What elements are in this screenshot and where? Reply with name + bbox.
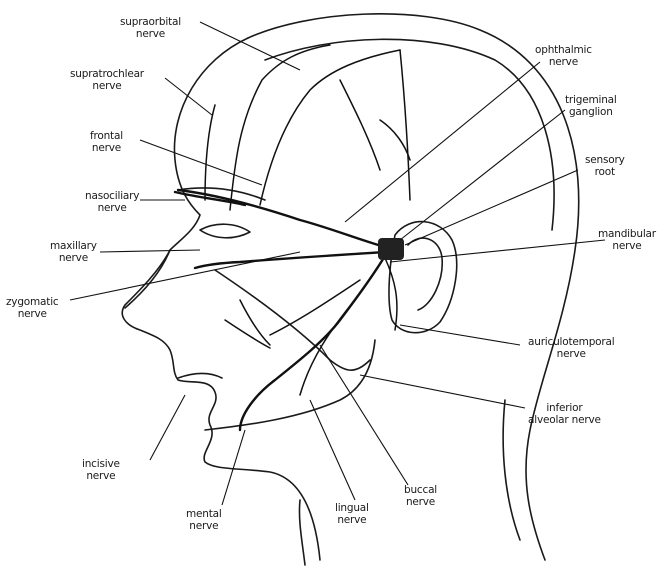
- label-text: nerve: [120, 28, 181, 40]
- nasociliary-branch: [175, 192, 245, 205]
- label-text: auriculotemporal: [528, 336, 614, 348]
- label-lingual-nerve: lingual nerve: [335, 502, 369, 526]
- jaw-line: [205, 340, 375, 430]
- frontal-branch: [230, 45, 330, 210]
- label-trigeminal-ganglion: trigeminal ganglion: [565, 94, 617, 118]
- leader-incisive: [150, 395, 185, 460]
- label-text: alveolar nerve: [528, 414, 601, 426]
- leader-ophthalmic: [345, 62, 540, 222]
- label-ophthalmic-nerve: ophthalmic nerve: [535, 44, 592, 68]
- leader-sensory-root: [405, 170, 578, 245]
- label-text: nerve: [85, 202, 139, 214]
- label-frontal-nerve: frontal nerve: [90, 130, 123, 154]
- leader-supratrochlear: [165, 78, 212, 115]
- leader-supraorbital: [200, 22, 300, 70]
- eye: [200, 224, 250, 238]
- label-mandibular-nerve: mandibular nerve: [598, 228, 656, 252]
- label-text: buccal: [404, 484, 437, 496]
- cheek-branch-1: [240, 300, 270, 345]
- supraorbital-branch: [260, 50, 400, 205]
- label-text: nerve: [50, 252, 97, 264]
- leader-maxillary: [100, 250, 200, 252]
- label-text: nerve: [335, 514, 369, 526]
- label-supratrochlear-nerve: supratrochlear nerve: [70, 68, 144, 92]
- label-text: ophthalmic: [535, 44, 592, 56]
- leader-inferior-alveolar: [360, 375, 525, 408]
- label-text: nerve: [6, 308, 58, 320]
- label-mental-nerve: mental nerve: [186, 508, 222, 532]
- label-text: inferior: [528, 402, 601, 414]
- scalp-branch-1: [340, 80, 380, 170]
- trigeminal-ganglion-mark: [378, 238, 404, 260]
- label-text: zygomatic: [6, 296, 58, 308]
- cheek-branch-2: [225, 320, 270, 348]
- scalp-branch-2: [400, 50, 410, 200]
- neck-front: [299, 500, 305, 565]
- label-text: mandibular: [598, 228, 656, 240]
- label-text: nerve: [70, 80, 144, 92]
- ear-inner: [408, 238, 442, 310]
- label-text: frontal: [90, 130, 123, 142]
- label-text: nerve: [186, 520, 222, 532]
- label-text: nerve: [82, 470, 120, 482]
- supratrochlear-branch: [205, 105, 215, 200]
- label-text: ganglion: [565, 106, 617, 118]
- inner-head-contour: [265, 39, 554, 230]
- cheek-contour: [215, 270, 370, 370]
- label-text: nerve: [598, 240, 656, 252]
- label-text: sensory: [585, 154, 625, 166]
- label-text: root: [585, 166, 625, 178]
- label-text: nerve: [528, 348, 614, 360]
- label-text: incisive: [82, 458, 120, 470]
- leader-trigeminal: [400, 110, 565, 240]
- leader-zygomatic: [70, 252, 300, 300]
- label-sensory-root: sensory root: [585, 154, 625, 178]
- leader-frontal: [140, 140, 262, 185]
- label-supraorbital-nerve: supraorbital nerve: [120, 16, 181, 40]
- head-outline: [248, 14, 579, 560]
- label-maxillary-nerve: maxillary nerve: [50, 240, 97, 264]
- label-inferior-alveolar-nerve: inferior alveolar nerve: [528, 402, 601, 426]
- label-text: nerve: [404, 496, 437, 508]
- label-nasociliary-nerve: nasociliary nerve: [85, 190, 139, 214]
- leader-lingual: [310, 400, 355, 500]
- label-auriculotemporal-nerve: auriculotemporal nerve: [528, 336, 614, 360]
- label-text: mental: [186, 508, 222, 520]
- label-text: supratrochlear: [70, 68, 144, 80]
- label-text: supraorbital: [120, 16, 181, 28]
- label-zygomatic-nerve: zygomatic nerve: [6, 296, 58, 320]
- label-text: maxillary: [50, 240, 97, 252]
- label-text: trigeminal: [565, 94, 617, 106]
- mouth: [178, 374, 222, 379]
- neck-back: [503, 400, 520, 540]
- forehead-outline: [122, 38, 320, 560]
- label-text: nerve: [90, 142, 123, 154]
- leader-mandibular: [390, 240, 605, 262]
- label-incisive-nerve: incisive nerve: [82, 458, 120, 482]
- label-buccal-nerve: buccal nerve: [404, 484, 437, 508]
- leader-auriculotemporal: [400, 325, 520, 345]
- label-text: lingual: [335, 502, 369, 514]
- label-text: nasociliary: [85, 190, 139, 202]
- label-text: nerve: [535, 56, 592, 68]
- buccal-branch: [270, 280, 360, 335]
